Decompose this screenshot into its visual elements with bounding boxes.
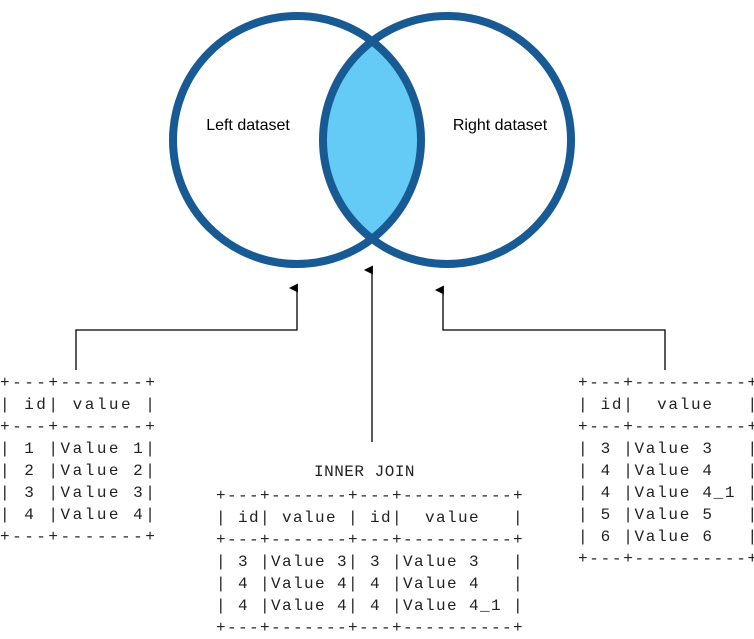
table-border-line: +---+-------+---+----------+ [216,619,525,637]
table-row: | 6 |Value 6 | [578,528,754,546]
table-border-line: +---+----------+ [578,374,754,392]
left-arrow [75,283,298,370]
left-table: +---+-------+ | id| value | +---+-------+ |… [0,372,157,548]
table-header-row: | id| value | [578,396,754,414]
table-border-line: +---+-------+ [0,374,158,392]
table-border-line: +---+----------+ [578,550,754,568]
table-border-line: +---+-------+---+----------+ [216,531,525,549]
right-arrow [434,285,666,370]
table-border-line: +---+----------+ [578,418,754,436]
table-row: | 1 |Value 1| [0,440,158,458]
intersection-area [323,41,421,239]
table-row: | 2 |Value 2| [0,462,158,480]
table-border-line: +---+-------+ [0,418,158,436]
table-header-row: | id| value | id| value | [216,509,525,527]
left-dataset-label: Left dataset [206,117,290,134]
table-row: | 3 |Value 3| [0,484,158,502]
inner-join-table: +---+-------+---+----------+ | id| value … [216,485,524,639]
table-row: | 4 |Value 4 | [578,462,754,480]
left-dataset-circle [169,12,425,268]
table-row: | 3 |Value 3| 3 |Value 3 | [216,553,525,571]
table-row: | 4 |Value 4| [0,506,158,524]
right-table: +---+----------+ | id| value | +---+------… [578,372,754,570]
table-header-row: | id| value | [0,396,158,414]
table-row: | 4 |Value 4| 4 |Value 4_1 | [216,597,525,615]
table-row: | 4 |Value 4| 4 |Value 4 | [216,575,525,593]
table-row: | 4 |Value 4_1 | [578,484,754,502]
table-row: | 5 |Value 5 | [578,506,754,524]
table-border-line: +---+-------+---+----------+ [216,487,525,505]
right-dataset-circle [319,12,575,268]
inner-join-caption: INNER JOIN [314,463,416,481]
right-dataset-label: Right dataset [452,117,548,134]
table-border-line: +---+-------+ [0,528,158,546]
table-row: | 3 |Value 3 | [578,440,754,458]
